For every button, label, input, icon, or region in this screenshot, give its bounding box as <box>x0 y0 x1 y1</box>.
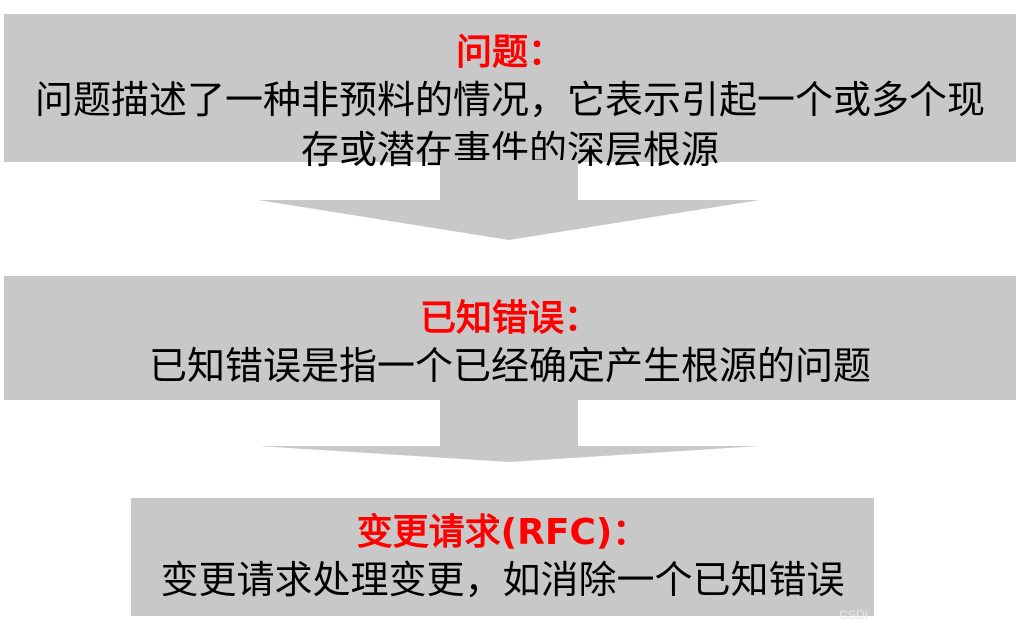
rfc-title: 变更请求(RFC)： <box>356 512 649 553</box>
rfc-description: 变更请求处理变更，如消除一个已知错误 <box>160 558 845 602</box>
known-error-box: 已知错误： 已知错误是指一个已经确定产生根源的问题 <box>4 276 1016 400</box>
known-error-description: 已知错误是指一个已经确定产生根源的问题 <box>148 344 871 388</box>
problem-description: 问题描述了一种非预料的情况，它表示引起一个或多个现存或潜在事件的深层根源 <box>34 78 985 173</box>
problem-box: 问题： 问题描述了一种非预料的情况，它表示引起一个或多个现存或潜在事件的深层根源 <box>4 14 1016 172</box>
arrow-1-shape <box>258 160 760 240</box>
arrow-2-shape <box>258 400 760 462</box>
known-error-title: 已知错误： <box>419 298 600 339</box>
rfc-box: 变更请求(RFC)： 变更请求处理变更，如消除一个已知错误 <box>131 498 874 616</box>
watermark: CSDI <box>839 608 868 622</box>
problem-title: 问题： <box>455 32 564 73</box>
